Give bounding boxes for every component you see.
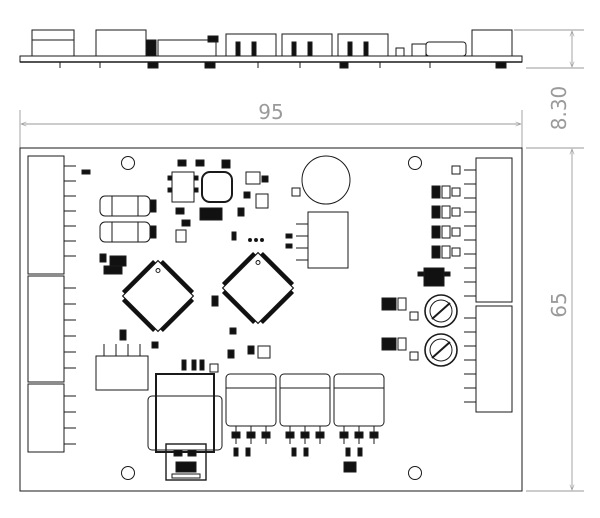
regulator-ic (171, 171, 195, 203)
small-ic-right (423, 267, 445, 287)
side-connector-left (31, 29, 75, 57)
left-connector-1 (27, 155, 76, 275)
side-crystal (425, 41, 467, 57)
side-connector-5 (337, 33, 389, 57)
capacitor-bank (99, 195, 157, 243)
thickness-dimension-label: 8.30 (547, 86, 571, 131)
width-dimension-label: 95 (258, 100, 283, 124)
buzzer (301, 155, 351, 205)
height-dimension-label: 65 (547, 292, 571, 317)
qfp-chip-right (221, 251, 295, 325)
left-connector-3 (27, 383, 76, 453)
side-connector-3 (225, 33, 277, 57)
mounting-hole-bottom-right (408, 466, 422, 480)
potentiometer-2 (424, 333, 458, 367)
right-connector-bottom (464, 305, 513, 413)
side-view (19, 29, 523, 69)
mounting-hole-top-left (121, 156, 135, 170)
pin-header-bottom (95, 344, 149, 391)
pin-header-top (296, 211, 349, 269)
right-connector-top (464, 157, 513, 303)
side-usb-block (157, 39, 217, 57)
qfp-chip-left (121, 259, 195, 333)
side-board-outline (19, 55, 523, 63)
pcb-outline (19, 147, 523, 492)
power-regulator-2 (279, 373, 331, 457)
left-connector-2 (27, 275, 76, 383)
power-regulator-3 (333, 373, 385, 457)
side-connector-2 (95, 29, 147, 57)
potentiometer-1 (424, 294, 458, 328)
top-view (19, 147, 523, 492)
mounting-hole-top-right (408, 156, 422, 170)
dimension-lines (19, 29, 584, 492)
mounting-hole-bottom-left (121, 466, 135, 480)
side-connector-right (471, 29, 513, 57)
power-regulator-1 (225, 373, 277, 457)
inductor (201, 171, 233, 203)
side-connector-4 (281, 33, 333, 57)
usb-module (147, 373, 223, 481)
led-column (431, 165, 461, 259)
